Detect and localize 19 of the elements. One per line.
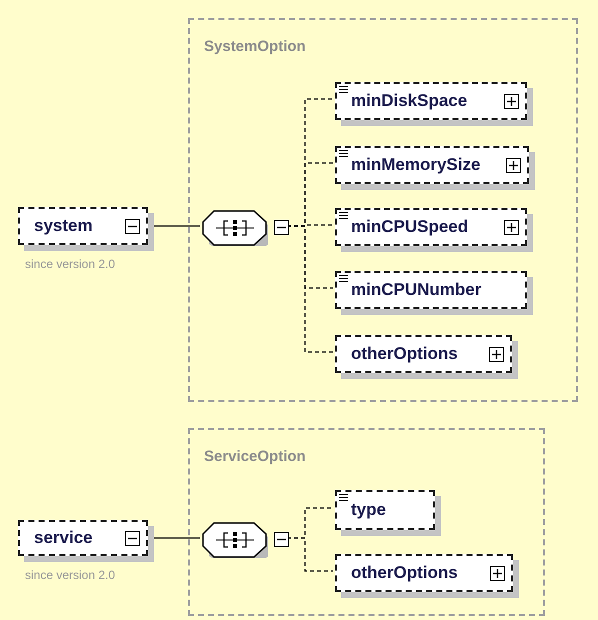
element-name: type (351, 499, 387, 522)
element-name: system (34, 215, 94, 238)
group-frame (188, 428, 545, 616)
dashed-connector (287, 225, 333, 353)
group-frame (188, 18, 578, 402)
element-name: minMemorySize (351, 154, 482, 176)
dashed-connector (287, 537, 333, 572)
element-name: minCPUNumber (351, 279, 482, 302)
element-name: otherOptions (351, 562, 459, 584)
element-name: otherOptions (351, 343, 459, 366)
group-name: ServiceOption (204, 447, 306, 467)
version-note: since version 2.0 (25, 567, 116, 584)
sequence-compositor (202, 210, 289, 246)
group-name: SystemOption (204, 37, 306, 57)
element-name: service (34, 527, 94, 550)
element-name: minCPUSpeed (351, 216, 470, 238)
version-note: since version 2.0 (25, 256, 116, 273)
element-name: minDiskSpace (351, 90, 468, 112)
sequence-compositor (202, 522, 289, 558)
